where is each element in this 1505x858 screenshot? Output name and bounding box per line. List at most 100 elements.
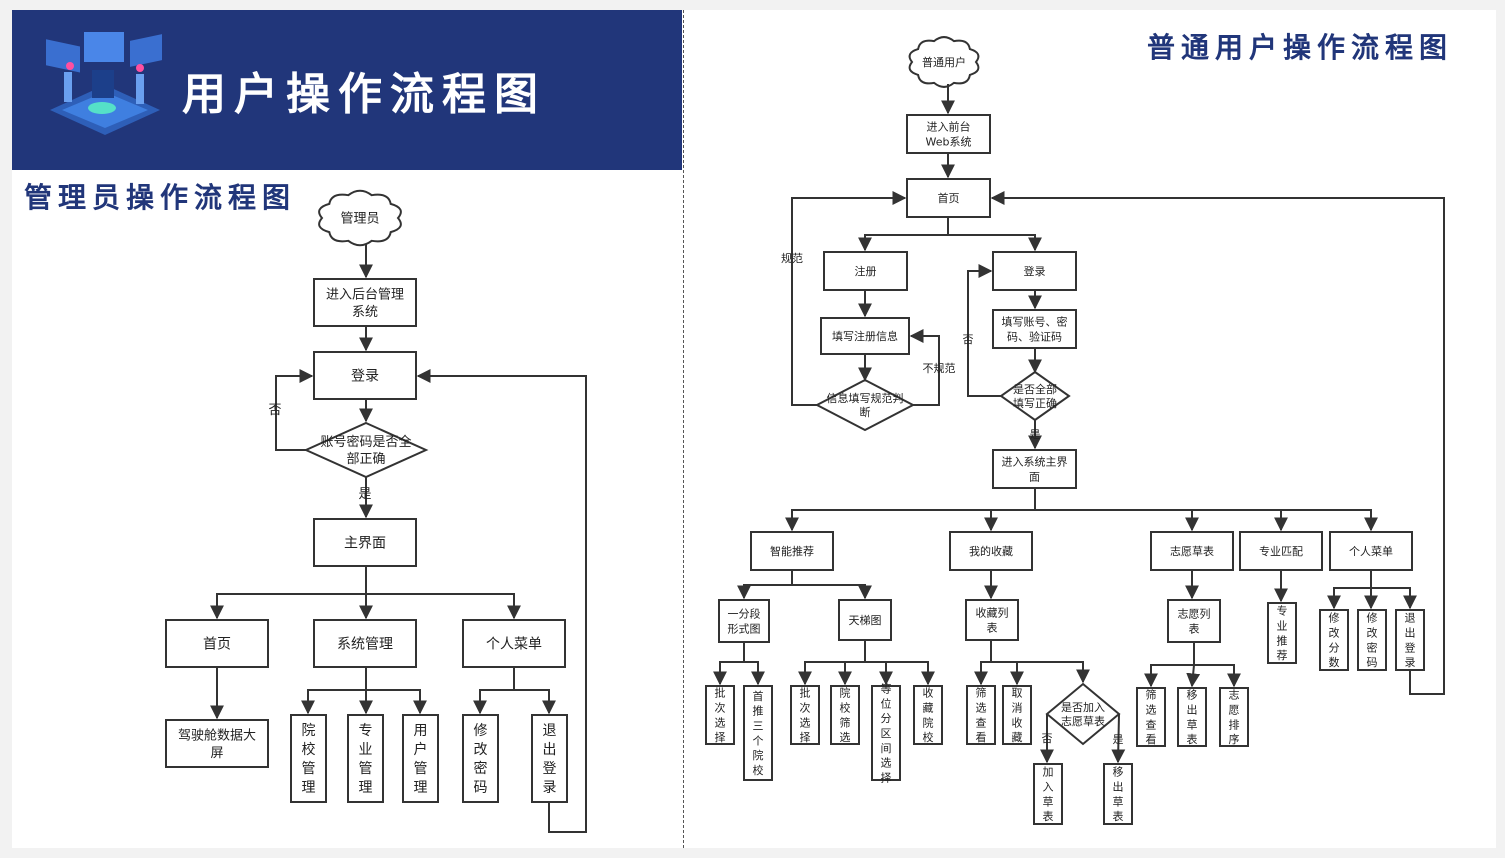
user-edge-draftlist-remove bbox=[1186, 664, 1201, 688]
user-draft-node bbox=[1150, 531, 1234, 571]
user-removedraft-node-label: 移出草表 bbox=[1113, 766, 1124, 824]
user-menu-node bbox=[1329, 531, 1413, 571]
user-removedraft-node bbox=[1103, 763, 1133, 825]
admin-main-node-label: 主界面 bbox=[344, 536, 386, 552]
user-edge-smart-segment bbox=[737, 570, 793, 600]
user-fillacc-node bbox=[992, 309, 1077, 349]
user-adddraft-node bbox=[1033, 763, 1063, 825]
user-top3-node-label: 首推三个院校 bbox=[753, 689, 764, 777]
user-equiv-node bbox=[871, 685, 901, 781]
admin-system-node bbox=[313, 619, 417, 668]
user-edge-menu-score bbox=[1327, 570, 1372, 610]
user-nonstandard-label: 不规范 bbox=[923, 361, 956, 375]
user-no-label: 否 bbox=[963, 333, 974, 346]
user-regcheck-node bbox=[814, 378, 916, 432]
admin-cockpit-node bbox=[165, 719, 269, 768]
admin-college-node bbox=[290, 714, 327, 803]
user-edge-ladder-favschool bbox=[886, 661, 935, 686]
admin-major-node bbox=[347, 714, 384, 803]
user-unfav-node bbox=[1002, 685, 1032, 745]
admin-main-node bbox=[313, 518, 417, 567]
user-favschool-node-label: 收藏院校 bbox=[923, 686, 934, 745]
user-segment-node-label: 一分段形式图 bbox=[728, 607, 761, 636]
user-acccheck-node bbox=[999, 370, 1071, 422]
admin-major-node-label: 专业管理 bbox=[359, 723, 373, 796]
user-yes-label: 是 bbox=[1030, 428, 1041, 441]
admin-edge-system-user bbox=[366, 689, 427, 715]
user-menu-node-label: 个人菜单 bbox=[1349, 545, 1393, 558]
user-favschool-node bbox=[913, 685, 943, 745]
user-smart-node bbox=[750, 531, 834, 571]
user-edge-ladder-batch bbox=[798, 640, 866, 686]
user-filterview-node bbox=[966, 685, 996, 745]
user-editscore-node-label: 修改分数 bbox=[1329, 611, 1340, 670]
user-edge-favlist-unfav bbox=[991, 661, 1024, 686]
user-edge-segment-top3 bbox=[744, 661, 765, 686]
user-match-node bbox=[1239, 531, 1323, 571]
user-edge-logout-home bbox=[990, 191, 1445, 695]
admin-pwd-node-label: 修改密码 bbox=[474, 723, 488, 796]
admin-no-label: 否 bbox=[268, 403, 281, 418]
user-removedraft2-node-label: 移出草表 bbox=[1187, 689, 1198, 747]
admin-usermgmt-node-label: 用户管理 bbox=[414, 723, 428, 796]
admin-edge-check-no bbox=[275, 369, 314, 451]
user-draftlist-node bbox=[1167, 599, 1221, 643]
user-edge-ladder-equiv bbox=[865, 661, 893, 686]
admin-home-node-label: 首页 bbox=[203, 637, 231, 653]
admin-home-node bbox=[165, 619, 269, 668]
user-editscore-node bbox=[1319, 609, 1349, 671]
user-top3-node bbox=[743, 685, 773, 781]
user-edge-segment-batch bbox=[713, 642, 745, 686]
user-unfav-node-label: 取消收藏 bbox=[1012, 687, 1023, 745]
user-sort-node bbox=[1219, 687, 1249, 747]
user-edge-main-menu bbox=[1281, 509, 1378, 532]
user-register-node-label: 注册 bbox=[855, 264, 877, 278]
user-yes2-label: 是 bbox=[1113, 733, 1124, 746]
user-acccheck-node-label: 是否全部填写正确 bbox=[1013, 382, 1057, 410]
user-removedraft2-node bbox=[1177, 687, 1207, 747]
admin-check-node-label: 账号密码是否全部正确 bbox=[320, 434, 411, 467]
user-regcheck-node-label: 信息填写规范判断 bbox=[827, 391, 904, 419]
user-adddraft-node-label: 加入草表 bbox=[1043, 766, 1054, 824]
user-flow-heading: 普通用户操作流程图 bbox=[1147, 31, 1454, 64]
user-draft-node-label: 志愿草表 bbox=[1170, 544, 1214, 558]
user-fillacc-node-label: 填写账号、密码、验证码 bbox=[1002, 315, 1068, 344]
data-center-illustration-icon bbox=[46, 32, 162, 135]
user-match-node-label: 专业匹配 bbox=[1259, 544, 1303, 558]
admin-login-node-label: 登录 bbox=[351, 369, 379, 385]
user-filterview2-node-label: 筛选查看 bbox=[1146, 688, 1157, 747]
admin-edge-main-home bbox=[210, 566, 367, 620]
user-home-node-label: 首页 bbox=[938, 191, 960, 205]
user-edge-main-draft bbox=[1035, 509, 1199, 532]
user-schoolfilter-node-label: 院校筛选 bbox=[840, 686, 851, 745]
user-login-node-label: 登录 bbox=[1024, 264, 1046, 278]
admin-edge-main-menu bbox=[366, 593, 521, 620]
user-edge-main-smart bbox=[785, 488, 1036, 532]
user-edge-favlist-addcheck bbox=[1017, 661, 1090, 684]
user-edge-draftlist-sort bbox=[1194, 664, 1241, 688]
user-draftlist-node-label: 志愿列表 bbox=[1178, 607, 1211, 636]
admin-pwd-node bbox=[462, 714, 499, 803]
user-batch1-node bbox=[705, 685, 735, 745]
user-majorrec-node bbox=[1267, 602, 1297, 664]
user-sort-node-label: 志愿排序 bbox=[1229, 689, 1240, 747]
user-enter-node bbox=[906, 114, 991, 154]
user-standard-label: 规范 bbox=[781, 251, 803, 265]
user-favlist-node-label: 收藏列表 bbox=[976, 606, 1009, 635]
user-fav-node-label: 我的收藏 bbox=[969, 544, 1013, 558]
user-edge-home-register bbox=[858, 217, 949, 252]
user-mainui-node bbox=[992, 449, 1077, 489]
user-segment-node bbox=[718, 599, 770, 643]
user-edge-draftlist-filter bbox=[1144, 642, 1195, 688]
admin-logout-node-label: 退出登录 bbox=[543, 723, 557, 796]
user-majorrec-node-label: 专业推荐 bbox=[1277, 604, 1288, 663]
user-login-node bbox=[992, 251, 1077, 291]
admin-edge-logout-login bbox=[416, 369, 587, 833]
admin-edge-menu-logout bbox=[514, 689, 556, 715]
admin-flow-heading: 管理员操作流程图 bbox=[24, 181, 297, 214]
admin-usermgmt-node bbox=[402, 714, 439, 803]
user-batch1-node-label: 批次选择 bbox=[715, 686, 726, 745]
user-favlist-node bbox=[965, 599, 1019, 641]
